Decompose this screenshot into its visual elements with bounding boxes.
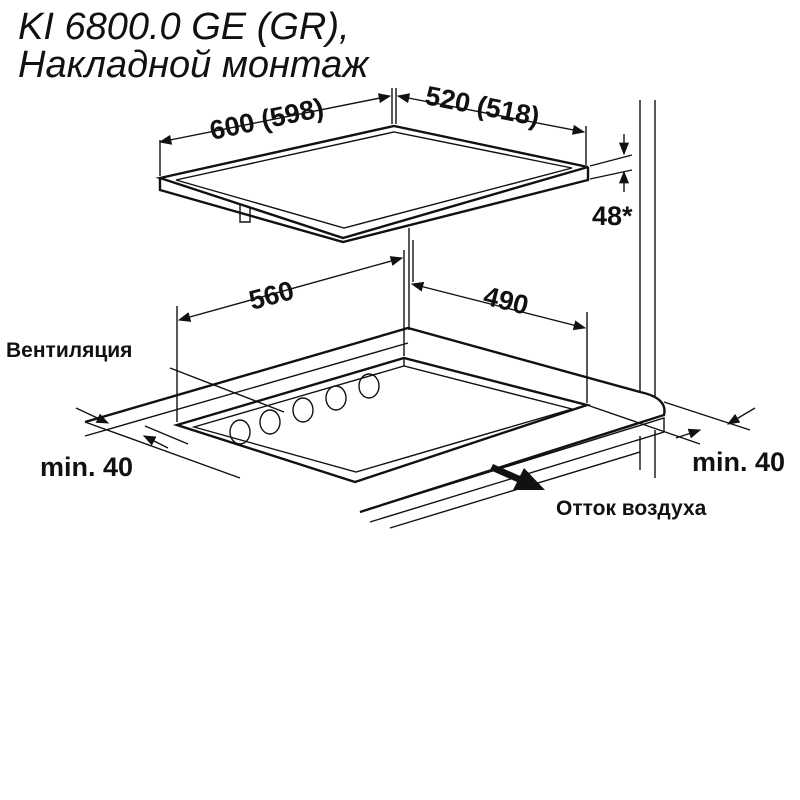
right-clearance-label: min. 40 (692, 447, 785, 477)
ventilation-leader (169, 367, 285, 413)
hob-depth-label: 520 (518) (423, 80, 542, 132)
title-line-2: Накладной монтаж (18, 44, 369, 86)
left-clearance-label: min. 40 (40, 452, 133, 482)
title-line-1: KI 6800.0 GE (GR), (18, 6, 350, 48)
ventilation-holes (229, 373, 380, 445)
left-clearance-dimension (75, 407, 241, 479)
hob-height-label: 48* (592, 201, 633, 231)
wall (639, 100, 656, 398)
hob-depth-dimension (395, 88, 587, 165)
ventilation-label: Вентиляция (6, 339, 132, 362)
hob-width-label: 600 (598) (207, 92, 326, 145)
hob-width-dimension (158, 88, 393, 176)
air-outflow-arrow (490, 464, 545, 490)
cutout-depth-dimension (410, 281, 588, 403)
hob-height-dimension (589, 134, 633, 192)
right-clearance-dimension (586, 401, 756, 445)
air-outflow-label: Отток воздуха (556, 497, 707, 520)
cutout-width-label: 560 (246, 275, 297, 316)
cutout-width-dimension (176, 250, 405, 422)
cutout-depth-label: 490 (481, 281, 532, 321)
